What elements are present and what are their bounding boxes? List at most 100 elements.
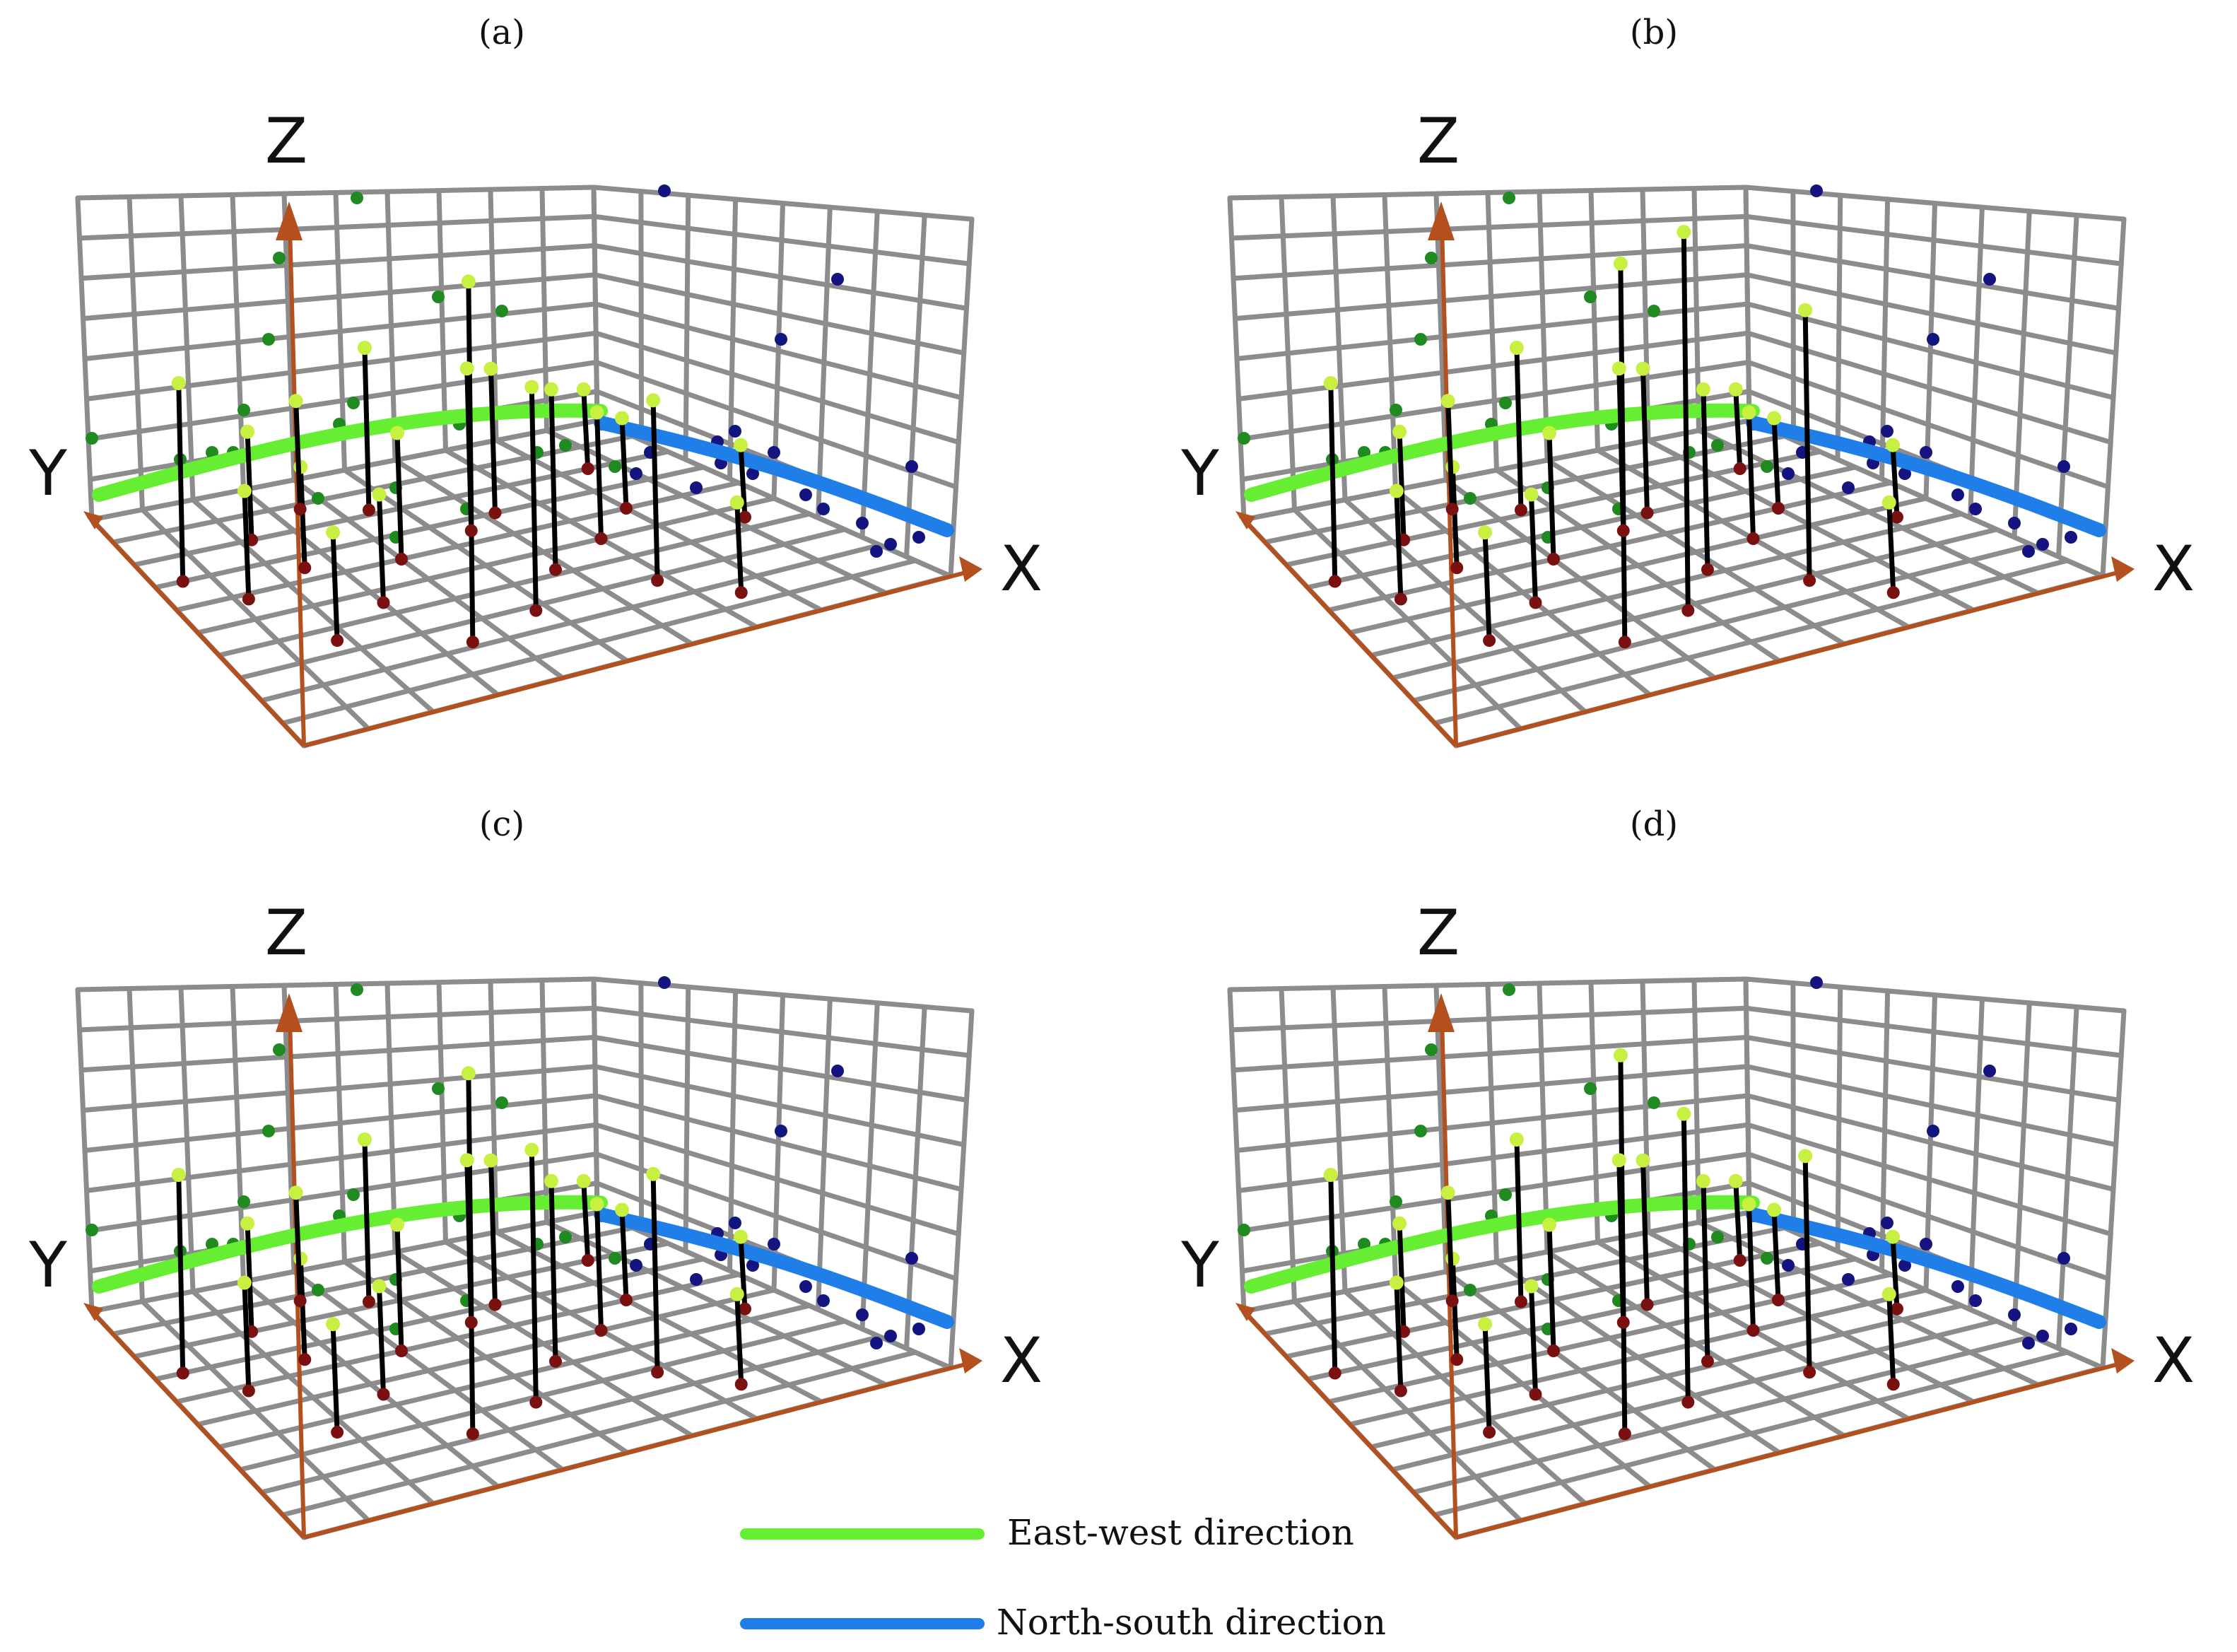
y-axis-arrow — [83, 1303, 103, 1321]
wall-grid-line — [89, 418, 600, 522]
blue-point — [1969, 1294, 1982, 1307]
green-point — [273, 1043, 286, 1056]
floor-grid-line — [1305, 1256, 1858, 1382]
stem-base-point — [1681, 1395, 1695, 1409]
wall-grid-line — [1236, 330, 1751, 402]
stem-base-point — [1394, 1384, 1407, 1398]
stem-line — [1890, 1236, 1900, 1309]
green-point — [347, 1188, 360, 1201]
stem-top-point — [240, 1216, 255, 1231]
blue-point — [1881, 1217, 1893, 1229]
stem-top-point — [483, 1153, 498, 1168]
blue-point — [1951, 488, 1964, 501]
stem-base-point — [176, 575, 189, 588]
stem-line — [1546, 1224, 1556, 1352]
blue-point — [831, 1065, 844, 1077]
stem-top-point — [1542, 426, 1556, 440]
blue-point — [2057, 460, 2070, 473]
blue-point — [2036, 538, 2049, 551]
stem-top-point — [461, 1066, 476, 1081]
wall-grid-line — [1744, 1005, 2124, 1058]
stem-top-point — [1542, 1217, 1556, 1232]
y-axis-arrow — [83, 511, 103, 529]
stem-base-point — [377, 596, 390, 609]
stem-line — [1482, 1323, 1492, 1433]
stem-base-point — [1891, 1302, 1903, 1316]
stem-base-point — [1803, 574, 1816, 587]
north-south-curve — [1746, 416, 2106, 537]
stem-line — [1802, 1156, 1812, 1373]
blue-point — [729, 425, 741, 438]
green-point — [432, 291, 445, 303]
y-axis-arrow — [1235, 1303, 1255, 1321]
stem-base-point — [1733, 462, 1746, 475]
stem-base-point — [377, 1388, 390, 1401]
stem-top-point — [1798, 303, 1813, 317]
stem-base-point — [1483, 1426, 1496, 1439]
stem-base-point — [1640, 1298, 1654, 1311]
stem-base-point — [739, 1302, 751, 1316]
blue-point — [912, 1323, 925, 1335]
floor-grid-line — [544, 1219, 888, 1388]
blue-point — [1782, 1259, 1795, 1272]
north-south-curve — [1746, 1207, 2106, 1329]
stem-top-point — [1677, 1106, 1691, 1121]
green-point — [312, 1284, 324, 1296]
y-axis-letter: Y — [1180, 1229, 1219, 1301]
panel-label: (d) — [1630, 804, 1678, 844]
stems — [1323, 225, 1903, 649]
stem-top-point — [1389, 1275, 1404, 1290]
green-point — [1425, 252, 1438, 264]
stem-base-point — [1640, 506, 1654, 520]
stem-top-point — [646, 393, 661, 408]
floor-grid-line — [153, 1256, 706, 1382]
floor-grid-line — [1696, 428, 2041, 596]
blue-point — [905, 460, 918, 473]
stem-line — [377, 1286, 386, 1395]
stem-line — [488, 1160, 498, 1305]
stem-base-point — [1328, 1366, 1341, 1380]
wall-grid-line — [1744, 272, 2119, 356]
blue-point — [1983, 273, 1996, 286]
stem-top-point — [729, 495, 744, 510]
stem-top-point — [1389, 484, 1404, 498]
wall-grid-line — [592, 1064, 967, 1147]
blue-point — [1983, 1065, 1996, 1077]
floor-grid-line — [493, 1229, 824, 1405]
blue-point — [1842, 1273, 1855, 1286]
blue-point — [2057, 1252, 2070, 1265]
stem-line — [242, 491, 252, 599]
stem-base-point — [1746, 1324, 1760, 1337]
stem-base-point — [395, 1345, 408, 1357]
stem-top-point — [390, 426, 404, 440]
panels: (a)ZYX(b)ZYX(c)ZYX(d)ZYX — [28, 13, 2195, 1540]
stem-base-point — [1529, 1388, 1542, 1401]
green-point — [1584, 291, 1597, 303]
wall-grid-line — [591, 184, 975, 222]
green-point — [1711, 439, 1724, 452]
stem-top-point — [1881, 495, 1896, 510]
floor-grid-line — [1347, 496, 1929, 635]
stem-line — [464, 1160, 474, 1323]
blue-point — [746, 1259, 759, 1272]
stem-top-point — [524, 1142, 539, 1157]
z-axis-arrow — [1428, 201, 1455, 240]
green-point — [1648, 305, 1660, 317]
x-axis — [303, 570, 969, 748]
blue-point — [799, 1280, 812, 1293]
green-point — [1425, 1043, 1438, 1056]
blue-point — [658, 184, 671, 197]
stem-base-point — [464, 1316, 478, 1329]
stem-line — [1701, 389, 1710, 570]
wall-grid-line — [1745, 330, 2113, 445]
stem-top-point — [1886, 1229, 1900, 1244]
stem-top-point — [646, 1166, 661, 1181]
blue-point — [831, 273, 844, 286]
stem-line — [1445, 401, 1455, 510]
blue-point — [690, 1273, 703, 1286]
stem-base-point — [331, 634, 344, 648]
stem-top-point — [1440, 394, 1455, 409]
stem-line — [293, 1193, 303, 1301]
stem-base-point — [488, 506, 502, 520]
blue-point — [799, 488, 812, 501]
